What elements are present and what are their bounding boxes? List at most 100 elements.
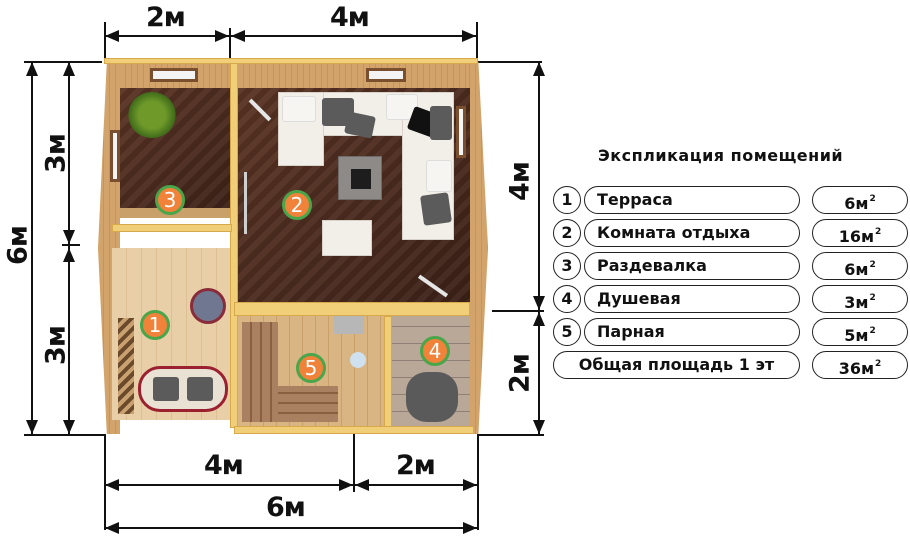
pillow xyxy=(187,377,213,401)
area-value: 16м xyxy=(838,227,875,246)
area-superscript: 2 xyxy=(869,194,876,204)
area-value: 6м xyxy=(844,194,869,213)
shower-equipment xyxy=(406,372,458,422)
arrow-left-icon xyxy=(105,479,119,491)
legend-number: 4 xyxy=(553,285,581,313)
hanging-chair xyxy=(138,366,228,412)
window-open xyxy=(248,98,272,122)
legend-room-area: 5м2 xyxy=(812,318,908,346)
ottoman xyxy=(322,220,372,256)
arrow-down-icon xyxy=(63,420,75,434)
pillow xyxy=(430,106,452,140)
sauna-bench xyxy=(242,322,278,422)
ext-line xyxy=(478,434,544,436)
legend-room-name: Душевая xyxy=(584,285,800,313)
arrow-right-icon xyxy=(215,30,229,42)
top-dimension-line xyxy=(105,35,476,37)
legend-room-area: 16м2 xyxy=(812,219,908,247)
room-badge-1: 1 xyxy=(140,310,170,340)
window-open xyxy=(417,274,449,298)
room-terrace xyxy=(112,248,230,420)
arrow-left-icon xyxy=(231,30,245,42)
top-dim-left: 2м xyxy=(146,2,186,33)
lamp-icon xyxy=(350,352,366,368)
arrow-left-icon xyxy=(355,479,369,491)
room-badge-4: 4 xyxy=(420,336,450,366)
area-superscript: 2 xyxy=(875,227,882,237)
arrow-right-icon xyxy=(463,522,477,534)
top-dim-right: 4м xyxy=(330,2,370,33)
legend-total-area: 36м2 xyxy=(812,351,908,379)
arrow-left-icon xyxy=(105,30,119,42)
pillow xyxy=(153,377,179,401)
wall-vertical-main xyxy=(230,62,238,428)
plant-icon xyxy=(128,92,176,138)
legend-total-name: Общая площадь 1 эт xyxy=(553,351,800,379)
legend-number: 2 xyxy=(553,219,581,247)
legend-number: 3 xyxy=(553,252,581,280)
fire-table xyxy=(338,156,382,200)
area-superscript: 2 xyxy=(875,359,882,369)
legend-room-area: 6м2 xyxy=(812,186,908,214)
arrow-right-icon xyxy=(463,479,477,491)
area-value: 36м xyxy=(838,359,875,378)
area-superscript: 2 xyxy=(869,260,876,270)
arrow-down-icon xyxy=(533,420,545,434)
round-chair xyxy=(190,288,226,324)
railing xyxy=(118,318,134,414)
legend-room-area: 6м2 xyxy=(812,252,908,280)
left-dim-lower: 3м xyxy=(40,326,72,365)
dim-tick xyxy=(104,22,106,62)
legend-room-name: Терраса xyxy=(584,186,800,214)
legend-number: 5 xyxy=(553,318,581,346)
pillow xyxy=(426,160,452,192)
area-superscript: 2 xyxy=(869,326,876,336)
window xyxy=(110,130,120,182)
arrow-down-icon xyxy=(63,230,75,244)
door xyxy=(244,172,247,234)
dim-tick xyxy=(229,28,231,62)
fire-pit-icon xyxy=(351,169,371,189)
arrow-down-icon xyxy=(533,296,545,310)
right-dimension-line xyxy=(538,62,540,434)
arrow-right-icon xyxy=(339,479,353,491)
pillow xyxy=(282,96,316,122)
area-value: 3м xyxy=(844,293,869,312)
ext-line xyxy=(476,61,542,63)
bottom-dim-right: 2м xyxy=(396,450,436,481)
window xyxy=(456,106,466,158)
dim-tick xyxy=(353,434,355,492)
area-value: 6м xyxy=(844,260,869,279)
left-total-dim: 6м xyxy=(2,226,34,265)
room-badge-2: 2 xyxy=(282,190,312,220)
wall-horizontal-right xyxy=(234,302,470,316)
left-total-dimension-line xyxy=(31,62,33,434)
arrow-up-icon xyxy=(533,62,545,76)
window xyxy=(366,68,406,82)
bottom-total-dim: 6м xyxy=(266,492,306,523)
bottom-total-dimension-line xyxy=(105,527,477,529)
window xyxy=(150,68,198,82)
arrow-up-icon xyxy=(533,312,545,326)
dim-tick xyxy=(476,22,478,62)
wall-top xyxy=(104,58,478,64)
dim-tick xyxy=(477,434,479,530)
ext-line xyxy=(24,434,104,436)
wall-top-wood xyxy=(238,62,468,88)
bottom-upper-dimension-line xyxy=(105,484,477,486)
ext-line xyxy=(24,61,102,63)
area-value: 5м xyxy=(844,326,869,345)
arrow-up-icon xyxy=(26,62,38,76)
sauna-bench xyxy=(278,386,338,422)
room-badge-3: 3 xyxy=(155,185,185,215)
floor-plan: 3 2 1 5 4 xyxy=(98,58,488,436)
room-lounge xyxy=(238,88,470,302)
arrow-right-icon xyxy=(462,30,476,42)
legend-room-name: Комната отдыха xyxy=(584,219,800,247)
left-dim-upper: 3м xyxy=(40,134,72,173)
wall-horizontal-left xyxy=(112,224,232,232)
arrow-left-icon xyxy=(105,522,119,534)
wall-shower xyxy=(384,316,392,428)
pillow xyxy=(420,192,452,226)
legend-room-name: Парная xyxy=(584,318,800,346)
